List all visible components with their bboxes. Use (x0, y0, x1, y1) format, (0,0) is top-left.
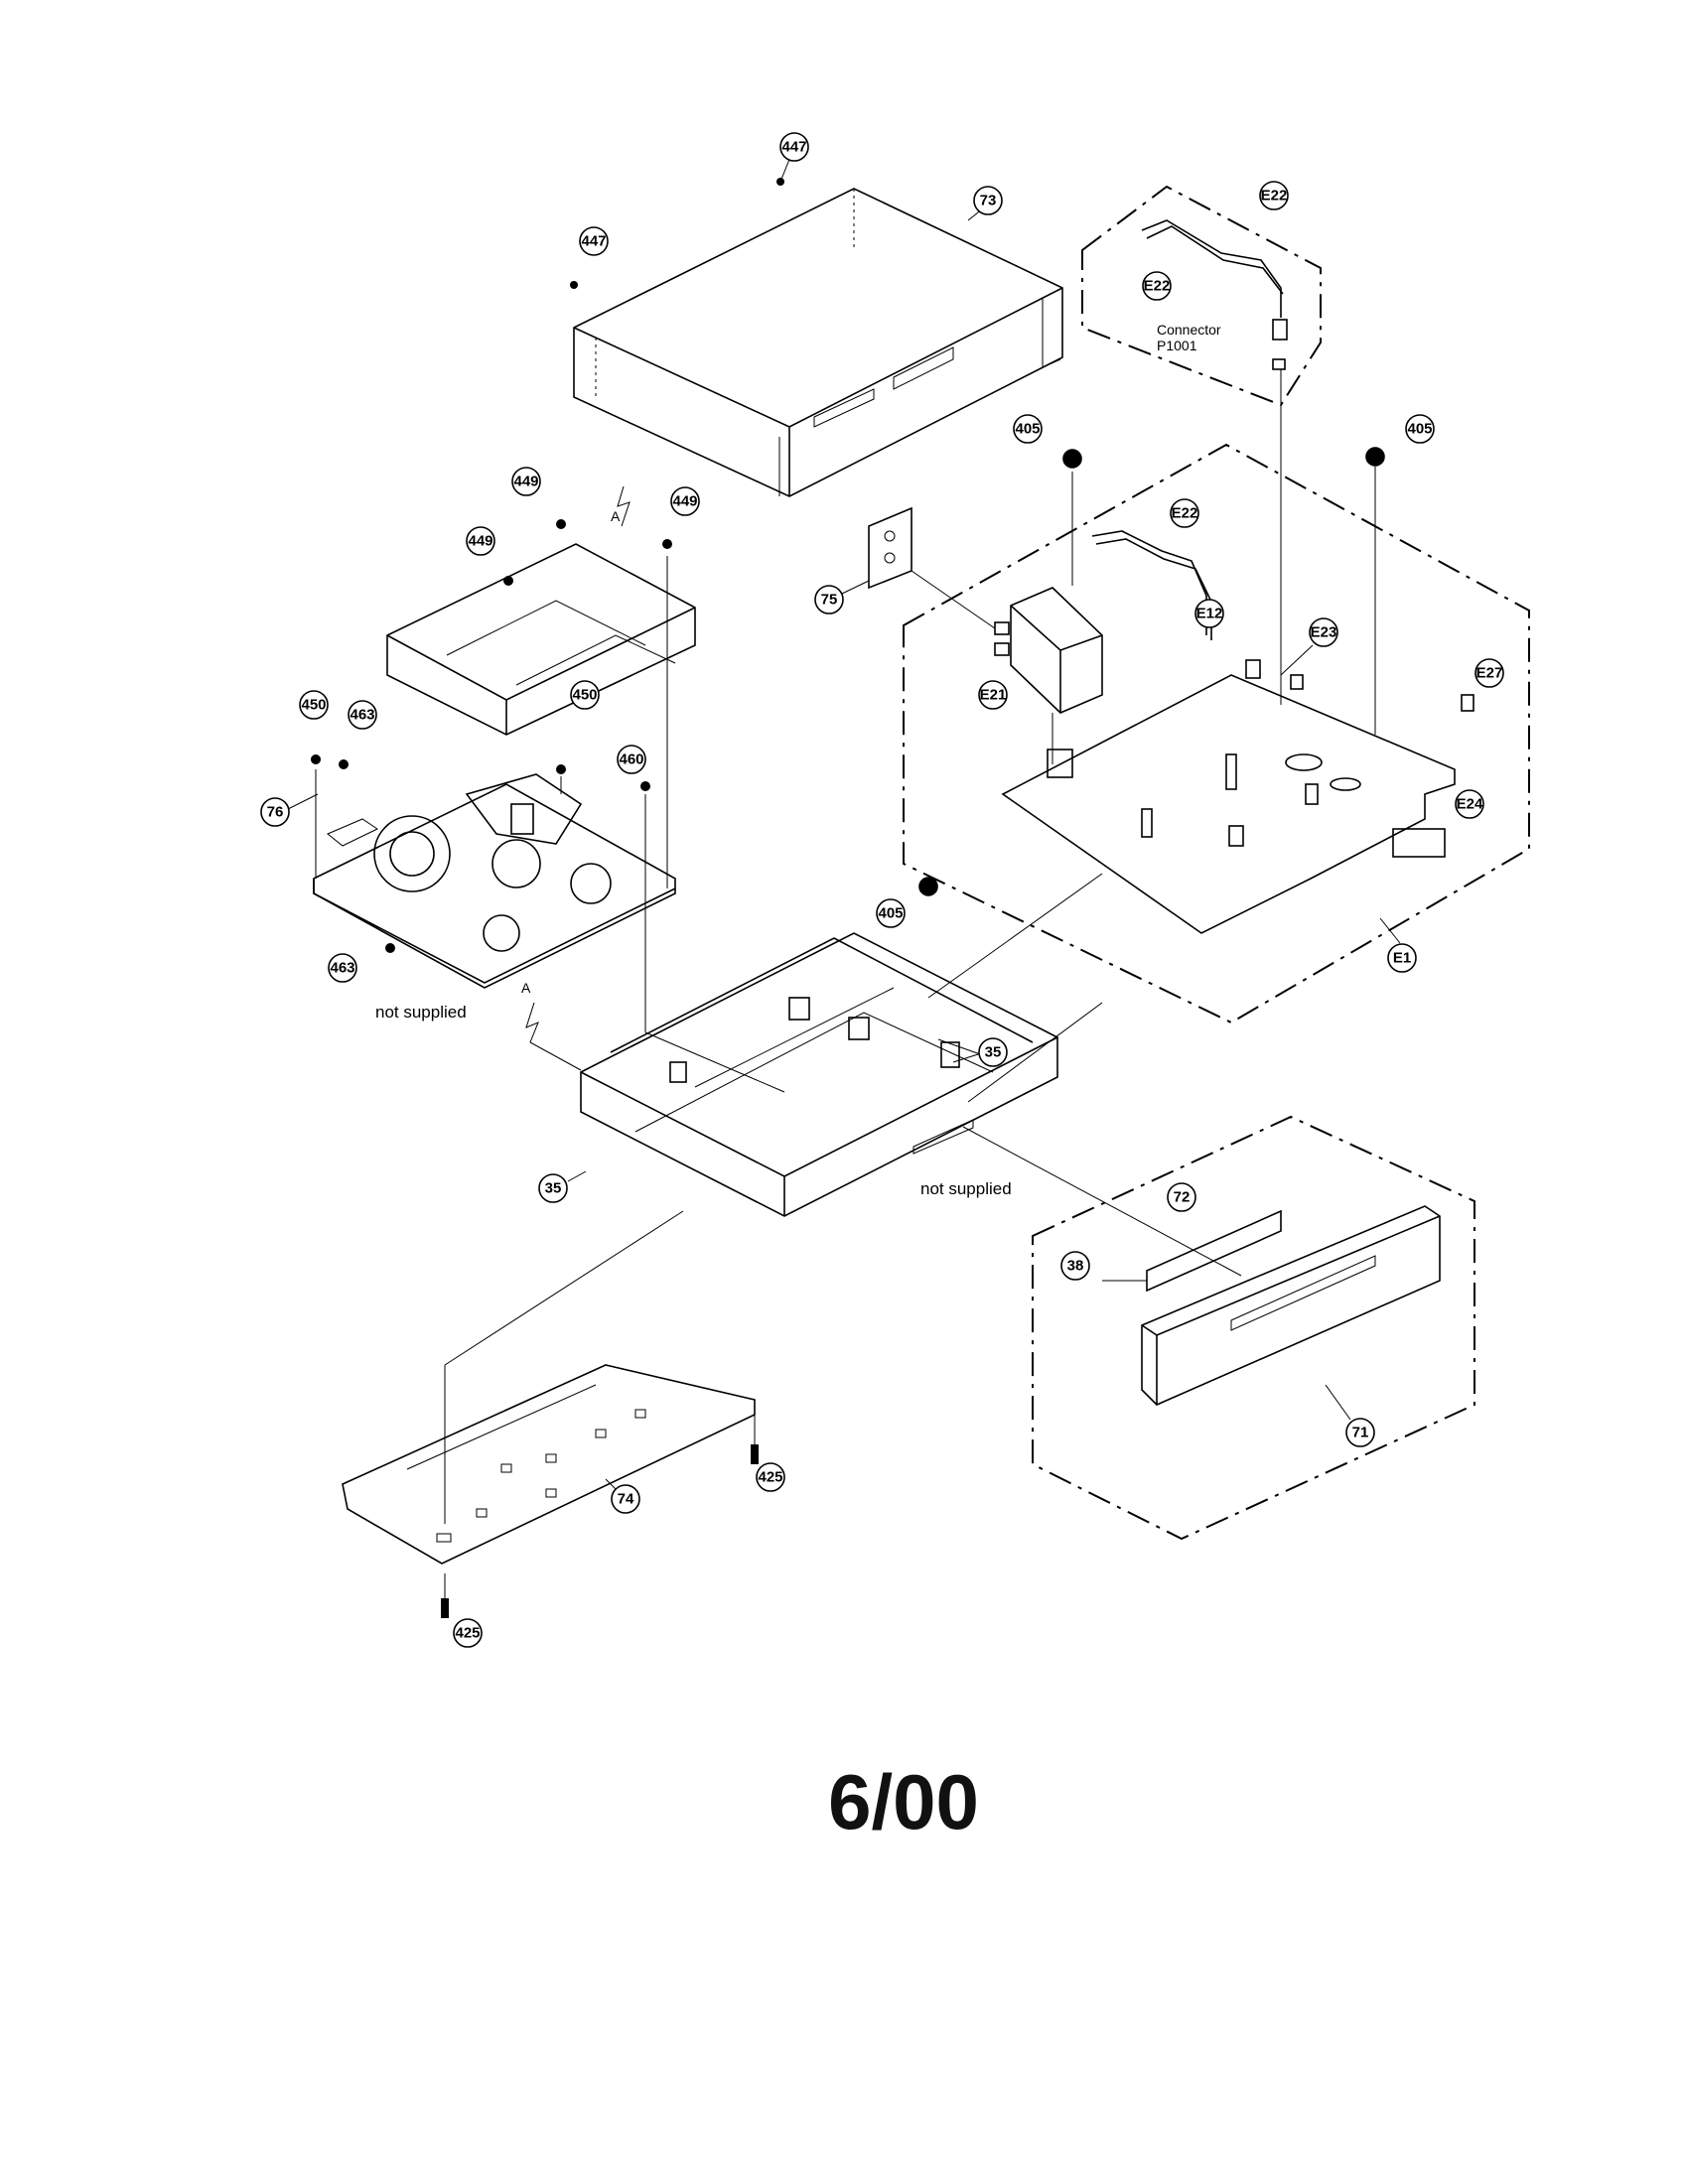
svg-text:449: 449 (468, 533, 492, 550)
svg-text:38: 38 (1067, 1258, 1084, 1275)
callout-71: 71 (1325, 1384, 1375, 1447)
main-chassis (580, 873, 1242, 1277)
not-supplied-label-left: not supplied (375, 1003, 467, 1022)
svg-text:E1: E1 (1393, 950, 1411, 967)
screw-447-b (570, 281, 578, 289)
svg-text:449: 449 (672, 493, 697, 510)
callout-405-c: 405 (876, 898, 906, 928)
callout-e27: E27 (1474, 658, 1504, 688)
screw-463-a (339, 759, 349, 769)
rf-modulator (994, 587, 1103, 764)
svg-text:72: 72 (1174, 1189, 1191, 1206)
svg-text:35: 35 (985, 1044, 1002, 1061)
svg-text:75: 75 (821, 592, 838, 609)
callout-463-b: 463 (328, 953, 357, 983)
callout-38: 38 (1060, 1251, 1090, 1281)
callout-449-a: 449 (511, 467, 541, 496)
callout-e22-a: E22 (1259, 181, 1289, 210)
callout-74: 74 (605, 1478, 640, 1514)
screws (311, 178, 1385, 1618)
svg-text:E21: E21 (980, 687, 1007, 704)
screw-405-b (1365, 447, 1385, 467)
main-pcb-assembly (903, 443, 1530, 1024)
revision-date: 6/00 (828, 1758, 979, 1845)
svg-text:450: 450 (572, 687, 597, 704)
callout-425-b: 425 (453, 1618, 483, 1648)
callout-447-b: 447 (579, 226, 609, 256)
callout-425-a: 425 (756, 1462, 785, 1492)
bottom-plate (342, 1210, 756, 1598)
svg-text:460: 460 (619, 751, 643, 768)
screw-449-b (662, 539, 672, 549)
callout-e1: E1 (1379, 917, 1417, 973)
svg-text:E27: E27 (1476, 665, 1503, 682)
svg-text:463: 463 (330, 960, 354, 977)
top-cover (573, 188, 1063, 497)
callout-76: 76 (260, 793, 319, 827)
screw-450-a (311, 754, 321, 764)
svg-text:E22: E22 (1172, 505, 1198, 522)
svg-text:73: 73 (980, 193, 997, 209)
svg-text:450: 450 (301, 697, 326, 714)
svg-text:E24: E24 (1457, 796, 1483, 813)
svg-text:447: 447 (781, 139, 806, 156)
callout-463-a: 463 (348, 700, 377, 730)
callout-450-a: 450 (299, 690, 329, 720)
screw-450-b (556, 764, 566, 774)
callout-e22-b: E22 (1142, 271, 1172, 301)
callout-75: 75 (814, 580, 870, 614)
callout-449-b: 449 (670, 486, 700, 516)
callout-73: 73 (967, 186, 1003, 221)
svg-text:E22: E22 (1144, 278, 1171, 295)
callout-405-a: 405 (1013, 414, 1043, 444)
connector-label: Connector (1157, 322, 1221, 338)
svg-text:449: 449 (513, 474, 538, 490)
callout-449-c: 449 (466, 526, 495, 556)
svg-text:E23: E23 (1311, 624, 1337, 641)
svg-text:E22: E22 (1261, 188, 1288, 205)
mechanism-deck (313, 556, 676, 1032)
callout-35-b: 35 (538, 1170, 587, 1203)
callout-e12: E12 (1194, 599, 1224, 628)
svg-text:405: 405 (1015, 421, 1040, 438)
screw-405-c (918, 877, 938, 896)
callout-460: 460 (617, 745, 646, 774)
screw-405-a (1062, 449, 1082, 469)
screw-425-a (751, 1444, 759, 1464)
callout-72: 72 (1167, 1182, 1196, 1212)
svg-text:E12: E12 (1196, 606, 1223, 622)
section-marker-a-top: A (611, 508, 621, 524)
screw-449-c (503, 576, 513, 586)
screw-463-b (385, 943, 395, 953)
front-panel-assembly (1032, 1115, 1475, 1541)
screw-425-b (441, 1598, 449, 1618)
not-supplied-label-center: not supplied (920, 1179, 1012, 1198)
terminal-board (868, 506, 996, 629)
svg-text:463: 463 (350, 707, 374, 724)
svg-text:71: 71 (1352, 1425, 1369, 1441)
callout-e22-c: E22 (1170, 498, 1199, 528)
callout-35-a: 35 (952, 1037, 1008, 1067)
callout-447-a: 447 (779, 132, 809, 183)
cassette-holder-bracket (386, 543, 696, 736)
svg-text:405: 405 (1407, 421, 1432, 438)
section-marker-a-bottom: A (521, 980, 531, 996)
callout-450-b: 450 (570, 680, 600, 710)
svg-text:425: 425 (758, 1469, 782, 1486)
svg-text:74: 74 (618, 1491, 634, 1508)
svg-text:76: 76 (267, 804, 284, 821)
callout-405-b: 405 (1405, 414, 1435, 444)
screw-460 (640, 781, 650, 791)
svg-text:425: 425 (455, 1625, 480, 1642)
callout-e23: E23 (1280, 617, 1338, 676)
power-cord-assembly (1081, 185, 1322, 705)
connector-id-label: P1001 (1157, 338, 1197, 353)
svg-text:35: 35 (545, 1180, 562, 1197)
callout-e24: E24 (1455, 789, 1484, 819)
svg-text:447: 447 (581, 233, 606, 250)
screw-449-a (556, 519, 566, 529)
svg-text:405: 405 (878, 905, 903, 922)
callout-e21: E21 (978, 680, 1008, 710)
